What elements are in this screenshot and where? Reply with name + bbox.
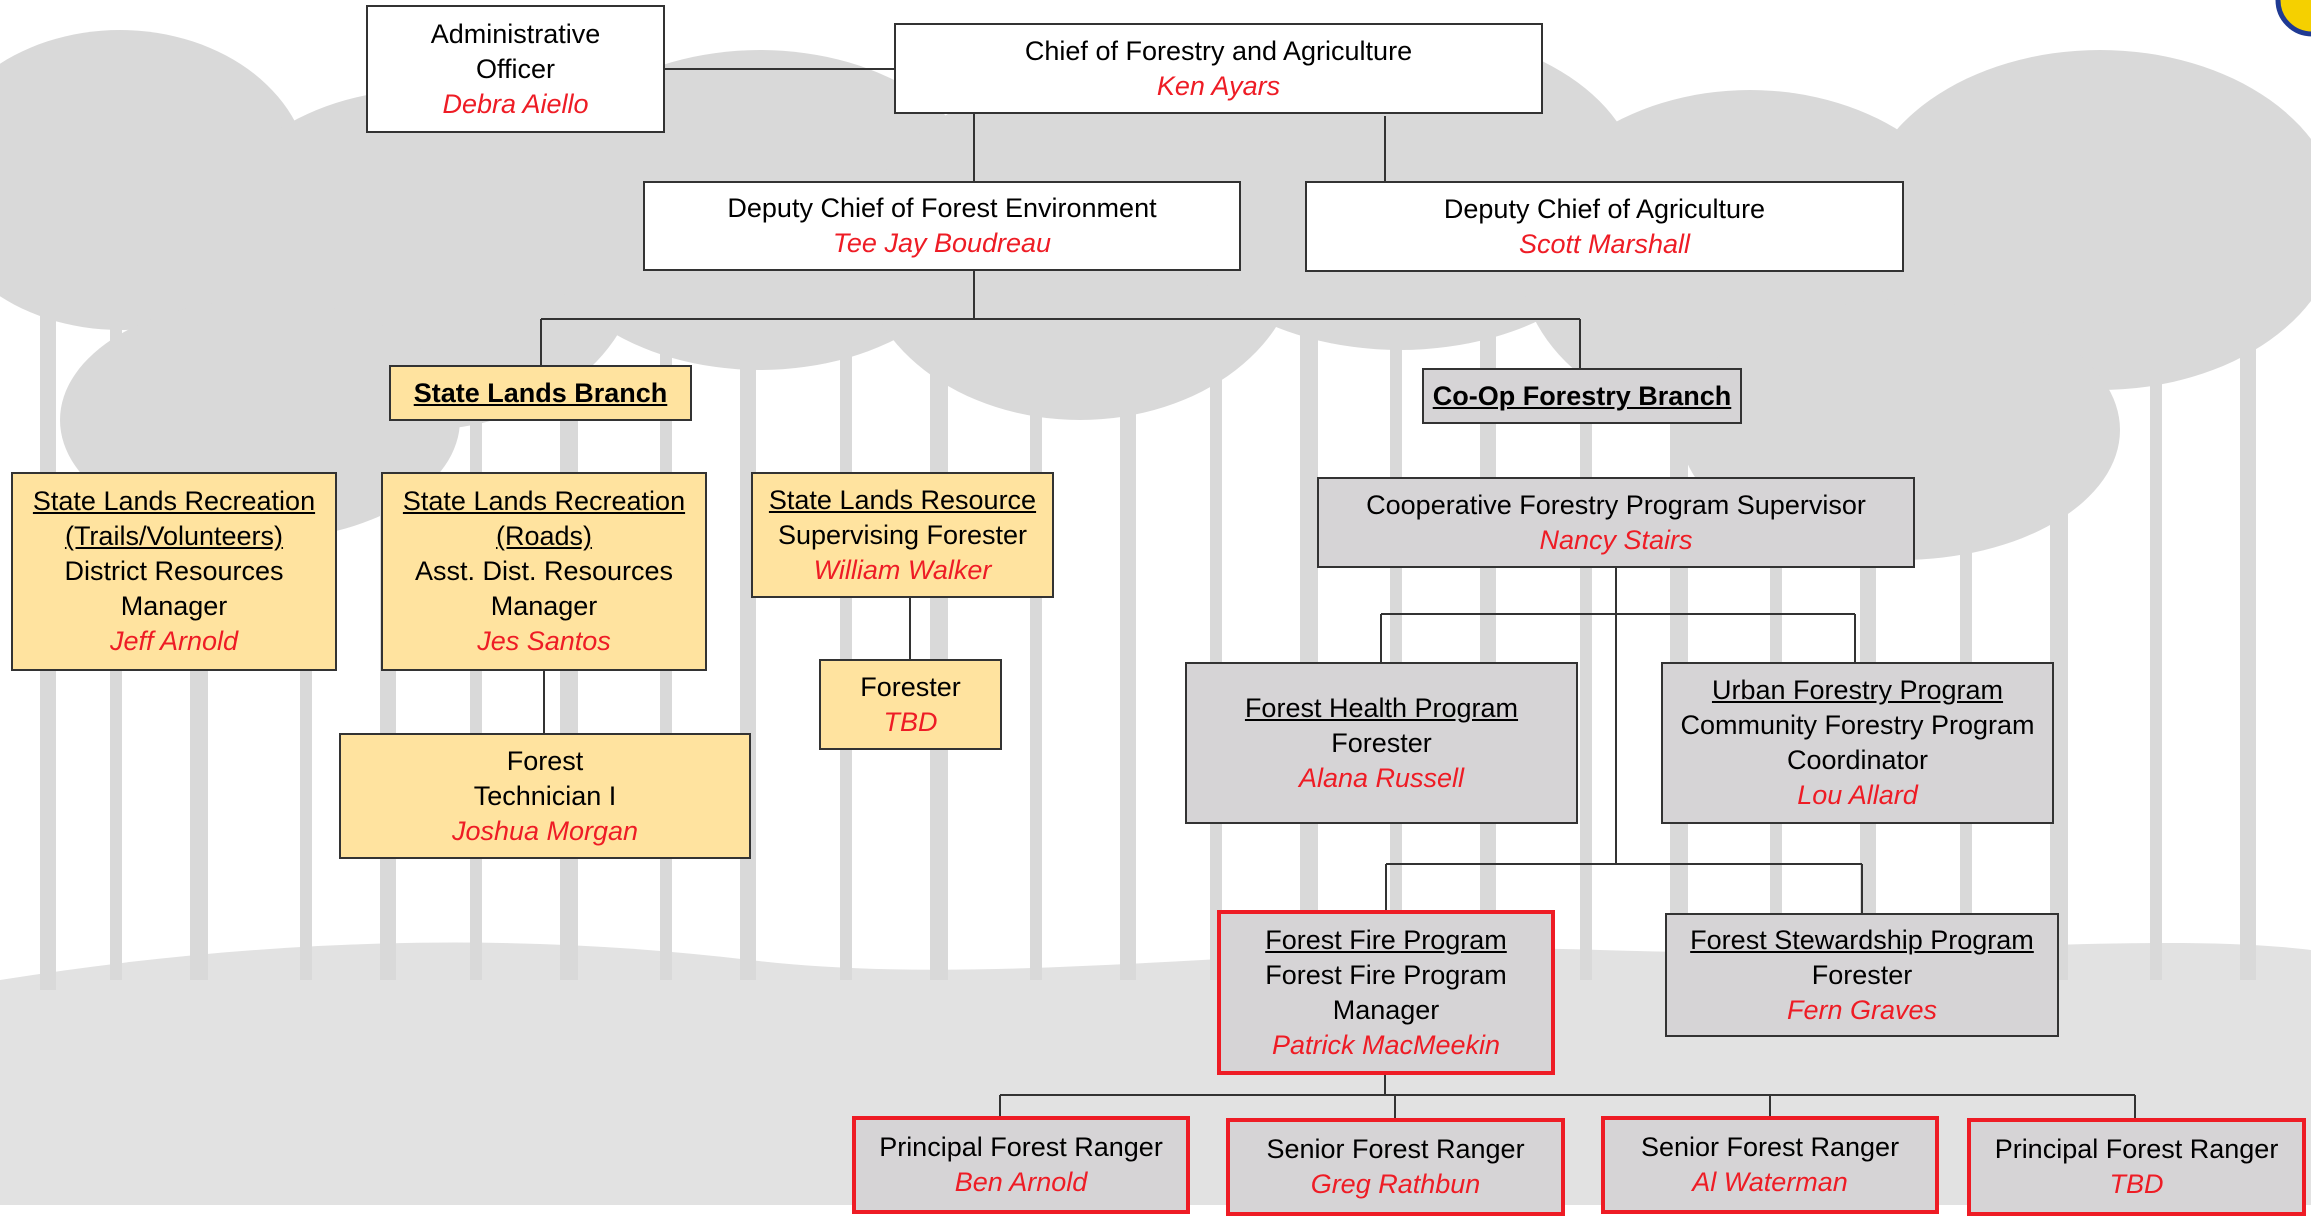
- deputy-forest-name: Tee Jay Boudreau: [832, 228, 1052, 258]
- sl-resource-name: William Walker: [813, 554, 992, 585]
- deputy-forest-box: Deputy Chief of Forest Environment Tee J…: [643, 181, 1241, 271]
- coop-supervisor-box: Cooperative Forestry Program Supervisor …: [1317, 477, 1915, 568]
- slr-roads-title-line1: Asst. Dist. Resources: [414, 556, 674, 586]
- forest-tech-name: Joshua Morgan: [451, 815, 639, 846]
- slr-roads-program-line2: (Roads): [495, 521, 593, 551]
- deputy-ag-name: Scott Marshall: [1518, 228, 1691, 259]
- chief-title: Chief of Forestry and Agriculture: [1024, 35, 1413, 66]
- coop-forestry-branch-label: Co-Op Forestry Branch: [1432, 380, 1732, 411]
- forest-tech-box: Forest Technician I Joshua Morgan: [339, 733, 751, 859]
- chief-name: Ken Ayars: [1156, 70, 1281, 101]
- forester-tbd-title: Forester: [860, 671, 961, 702]
- stewardship-name: Fern Graves: [1786, 994, 1938, 1025]
- forest-fire-program: Forest Fire Program: [1265, 924, 1507, 955]
- slr-trails-title-line1: District Resources: [64, 556, 284, 586]
- forester-tbd-box: Forester TBD: [819, 659, 1002, 750]
- deputy-ag-box: Deputy Chief of Agriculture Scott Marsha…: [1305, 181, 1904, 272]
- slr-trails-title-line2: Manager: [120, 591, 228, 621]
- forest-health-title: Forester: [1331, 727, 1432, 758]
- forest-health-name: Alana Russell: [1298, 762, 1465, 793]
- admin-title-line1: Administrative: [430, 18, 601, 49]
- slr-roads-box: State Lands Recreation (Roads) Asst. Dis…: [381, 472, 707, 671]
- stewardship-title: Forester: [1811, 959, 1913, 990]
- slr-roads-title-line2: Manager: [490, 591, 598, 621]
- ranger-4-name: TBD: [2109, 1169, 2164, 1199]
- deputy-ag-title: Deputy Chief of Agriculture: [1443, 193, 1766, 224]
- ranger-1-title: Principal Forest Ranger: [879, 1132, 1163, 1162]
- chief-box: Chief of Forestry and Agriculture Ken Ay…: [894, 23, 1543, 114]
- urban-forestry-title-line1: Community Forestry Program: [1680, 710, 2035, 740]
- ranger-1-name: Ben Arnold: [954, 1167, 1088, 1197]
- ranger-3-title: Senior Forest Ranger: [1640, 1132, 1900, 1162]
- ranger-2-box: Senior Forest Ranger Greg Rathbun: [1226, 1118, 1565, 1216]
- slr-trails-program-line1: State Lands Recreation: [32, 486, 316, 516]
- slr-trails-program-line2: (Trails/Volunteers): [64, 521, 284, 551]
- forest-fire-name: Patrick MacMeekin: [1271, 1029, 1501, 1060]
- slr-roads-name: Jes Santos: [477, 626, 611, 656]
- forester-tbd-name: TBD: [883, 706, 938, 737]
- forest-tech-title-line1: Forest: [506, 745, 584, 776]
- sl-resource-program: State Lands Resource: [768, 484, 1037, 515]
- admin-officer-box: Administrative Officer Debra Aiello: [366, 5, 665, 133]
- ranger-4-title: Principal Forest Ranger: [1994, 1134, 2279, 1164]
- ranger-3-name: Al Waterman: [1692, 1167, 1848, 1197]
- ranger-4-box: Principal Forest Ranger TBD: [1967, 1118, 2306, 1216]
- admin-name: Debra Aiello: [442, 88, 589, 119]
- admin-title-line2: Officer: [475, 53, 556, 84]
- urban-forestry-box: Urban Forestry Program Community Forestr…: [1661, 662, 2054, 824]
- slr-trails-box: State Lands Recreation (Trails/Volunteer…: [11, 472, 337, 671]
- urban-forestry-name: Lou Allard: [1797, 780, 1918, 810]
- forest-fire-box: Forest Fire Program Forest Fire Program …: [1217, 910, 1555, 1075]
- ranger-2-name: Greg Rathbun: [1310, 1169, 1481, 1199]
- stewardship-box: Forest Stewardship Program Forester Fern…: [1665, 913, 2059, 1037]
- forest-health-box: Forest Health Program Forester Alana Rus…: [1185, 662, 1578, 824]
- ranger-2-title: Senior Forest Ranger: [1266, 1134, 1525, 1164]
- urban-forestry-title-line2: Coordinator: [1786, 745, 1929, 775]
- forest-tech-title-line2: Technician I: [473, 780, 617, 811]
- stewardship-program: Forest Stewardship Program: [1690, 924, 2034, 955]
- forest-health-program: Forest Health Program: [1244, 692, 1519, 723]
- coop-supervisor-title: Cooperative Forestry Program Supervisor: [1366, 489, 1866, 520]
- ranger-3-box: Senior Forest Ranger Al Waterman: [1601, 1116, 1939, 1214]
- urban-forestry-program: Urban Forestry Program: [1711, 675, 2004, 705]
- state-lands-branch-box: State Lands Branch: [389, 365, 692, 421]
- forest-fire-title-line2: Manager: [1332, 994, 1440, 1025]
- forest-fire-title-line1: Forest Fire Program: [1265, 959, 1507, 990]
- slr-trails-name: Jeff Arnold: [109, 626, 239, 656]
- coop-supervisor-name: Nancy Stairs: [1539, 524, 1693, 555]
- ranger-1-box: Principal Forest Ranger Ben Arnold: [852, 1116, 1190, 1214]
- sl-resource-box: State Lands Resource Supervising Foreste…: [751, 472, 1054, 598]
- slr-roads-program-line1: State Lands Recreation: [402, 486, 686, 516]
- deputy-forest-title: Deputy Chief of Forest Environment: [727, 193, 1157, 223]
- state-seal-logo: [2275, 0, 2311, 37]
- coop-forestry-branch-box: Co-Op Forestry Branch: [1422, 368, 1742, 424]
- sl-resource-title: Supervising Forester: [777, 519, 1028, 550]
- state-lands-branch-label: State Lands Branch: [413, 377, 668, 408]
